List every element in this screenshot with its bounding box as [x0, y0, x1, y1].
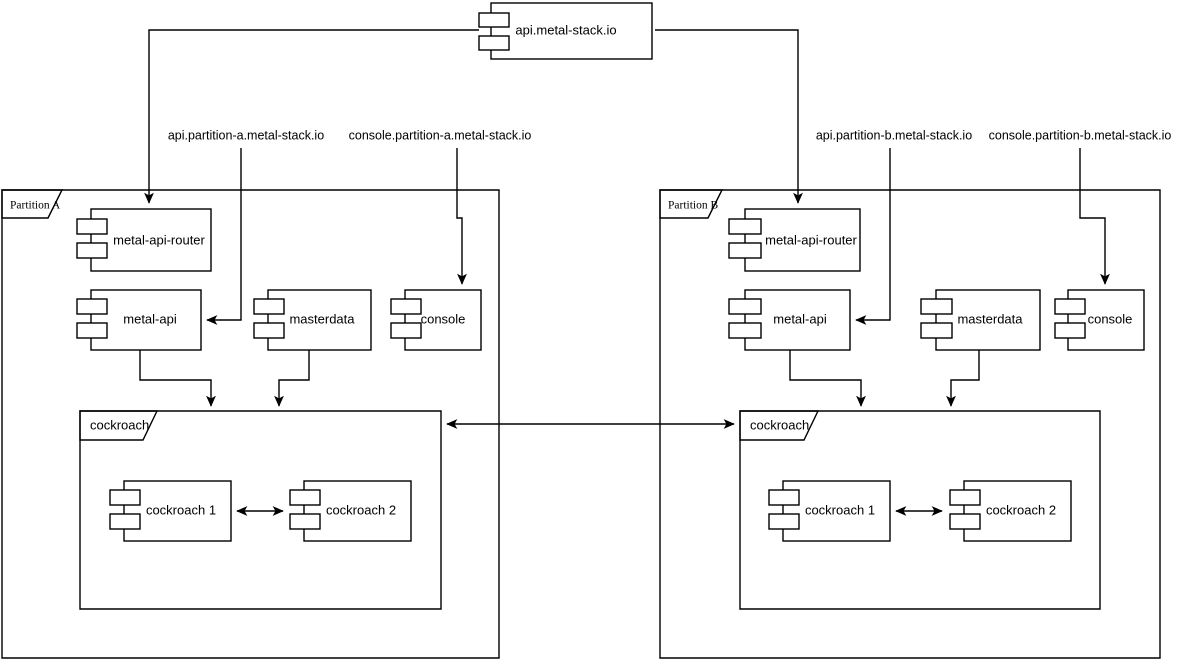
component-label: metal-api-router: [113, 232, 205, 247]
component-cockroach-2-a[interactable]: cockroach 2: [289, 480, 412, 542]
uml-component-icon: [76, 242, 108, 259]
cockroach-group-b-label: cockroach: [750, 417, 809, 432]
uml-component-icon: [109, 489, 141, 506]
component-metal-api-b[interactable]: metal-api: [728, 289, 851, 351]
component-console-b[interactable]: console: [1054, 289, 1145, 351]
cockroach-group-a: cockroach: [79, 410, 442, 610]
connector-api-to-router-a: [144, 29, 479, 204]
component-metal-api-router-a[interactable]: metal-api-router: [76, 208, 212, 272]
component-label: masterdata: [957, 311, 1023, 326]
partition-b-container: Partition B: [659, 189, 1161, 659]
uml-component-icon: [949, 513, 981, 530]
component-label: console: [1088, 311, 1133, 326]
connector-endpoint-api-b: [855, 148, 891, 325]
uml-component-icon: [109, 513, 141, 530]
connector-metal-api-a-cockroach: [139, 350, 216, 407]
component-label: cockroach 2: [326, 502, 396, 517]
partition-b-label: Partition B: [668, 200, 718, 212]
connector-api-to-router-b: [655, 29, 803, 204]
component-metal-api-a[interactable]: metal-api: [76, 289, 202, 351]
uml-component-icon: [728, 298, 762, 315]
uml-component-icon: [390, 322, 422, 339]
connector-masterdata-b-cockroach: [946, 350, 980, 407]
component-api-metal-stack-io[interactable]: api.metal-stack.io: [478, 2, 653, 60]
uml-component-icon: [478, 35, 510, 51]
uml-component-icon: [1054, 322, 1086, 339]
component-label: masterdata: [289, 311, 355, 326]
component-label: metal-api: [773, 311, 827, 326]
uml-component-icon: [768, 513, 800, 530]
endpoint-label-console-partition-b: console.partition-b.metal-stack.io: [989, 128, 1172, 142]
uml-component-icon: [949, 489, 981, 506]
component-cockroach-2-b[interactable]: cockroach 2: [949, 480, 1072, 542]
component-console-a[interactable]: console: [390, 289, 482, 351]
cockroach-group-b: cockroach: [739, 410, 1101, 610]
uml-component-icon: [478, 12, 510, 28]
uml-component-icon: [1054, 298, 1086, 315]
uml-component-icon: [390, 298, 422, 315]
endpoint-label-api-partition-a: api.partition-a.metal-stack.io: [168, 128, 324, 142]
connector-masterdata-a-cockroach: [274, 350, 310, 407]
uml-component-icon: [728, 322, 762, 339]
component-label: api.metal-stack.io: [515, 22, 616, 37]
component-label: cockroach 1: [146, 502, 216, 517]
component-masterdata-b[interactable]: masterdata: [920, 289, 1041, 351]
uml-component-icon: [76, 218, 108, 235]
component-masterdata-a[interactable]: masterdata: [253, 289, 372, 351]
component-metal-api-router-b[interactable]: metal-api-router: [728, 208, 861, 272]
partition-a-container: Partition A: [1, 189, 500, 659]
connector-endpoint-api-a: [206, 148, 242, 325]
uml-component-icon: [289, 513, 321, 530]
component-cockroach-1-a[interactable]: cockroach 1: [109, 480, 232, 542]
component-label: cockroach 1: [805, 502, 875, 517]
connector-endpoint-console-b: [1079, 148, 1110, 285]
endpoint-label-api-partition-b: api.partition-b.metal-stack.io: [816, 128, 972, 142]
component-label: cockroach 2: [986, 502, 1056, 517]
uml-component-icon: [253, 298, 285, 315]
component-label: metal-api-router: [765, 232, 857, 247]
component-label: metal-api: [123, 311, 177, 326]
uml-component-icon: [920, 322, 953, 339]
uml-component-icon: [728, 218, 762, 235]
endpoint-label-console-partition-a: console.partition-a.metal-stack.io: [349, 128, 532, 142]
uml-component-icon: [253, 322, 285, 339]
cockroach-group-a-label: cockroach: [90, 417, 149, 432]
component-cockroach-1-b[interactable]: cockroach 1: [768, 480, 891, 542]
uml-component-icon: [768, 489, 800, 506]
uml-component-icon: [920, 298, 953, 315]
uml-component-icon: [728, 242, 762, 259]
uml-component-icon: [76, 298, 108, 315]
partition-a-label: Partition A: [10, 200, 61, 212]
uml-component-icon: [76, 322, 108, 339]
uml-component-icon: [289, 489, 321, 506]
component-label: console: [421, 311, 466, 326]
connector-metal-api-b-cockroach: [789, 350, 866, 407]
connector-endpoint-console-a: [456, 148, 467, 285]
